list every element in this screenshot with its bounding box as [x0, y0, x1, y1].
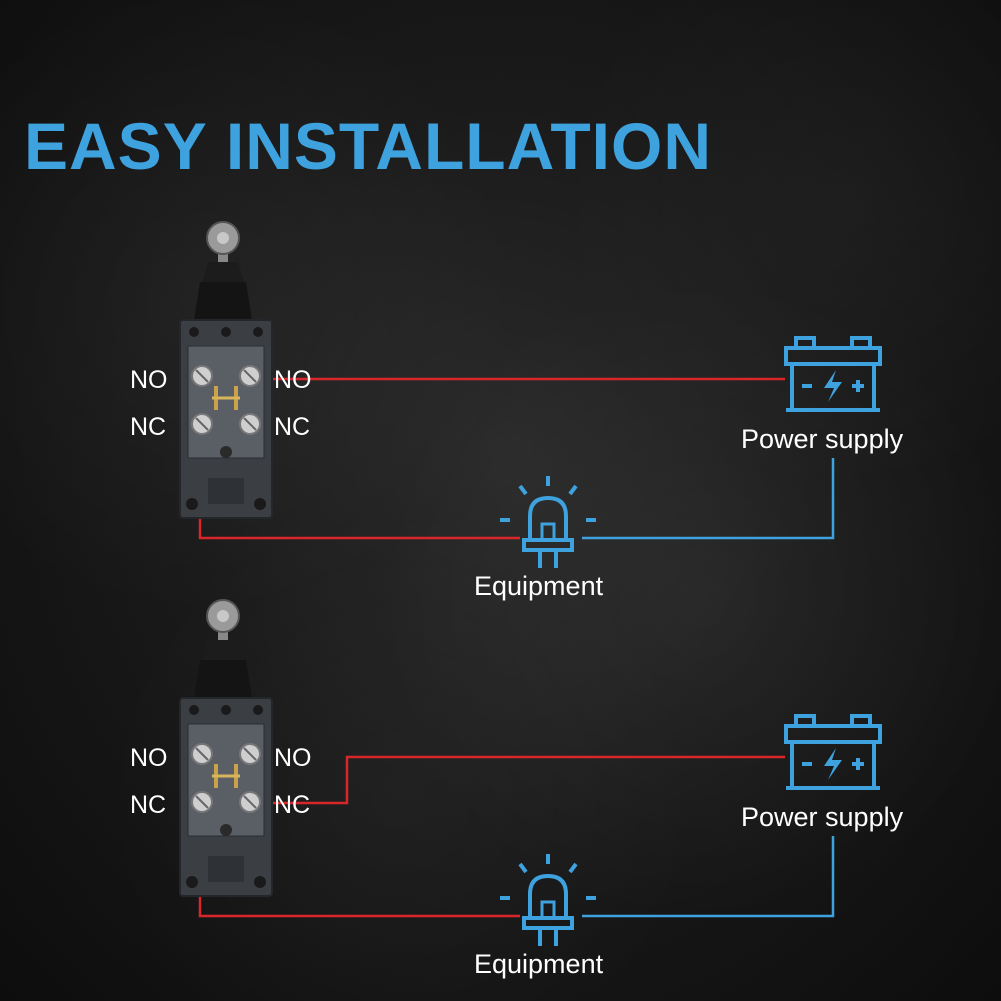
terminal-label-left-no: NO — [130, 366, 168, 394]
battery-icon — [784, 714, 882, 790]
terminal-label-right-nc: NC — [274, 791, 311, 819]
terminal-label-left-no: NO — [130, 744, 168, 772]
terminal-label-right-no: NO — [274, 744, 312, 772]
battery-icon — [784, 336, 882, 412]
power-supply-label: Power supply — [741, 802, 904, 832]
equipment-label: Equipment — [474, 571, 604, 601]
wire-equipment-to-power-2 — [582, 836, 835, 918]
limit-switch-2 — [178, 598, 274, 898]
terminal-label-right-nc: NC — [274, 413, 311, 441]
diagram-1 — [178, 220, 882, 570]
terminal-label-left-nc: NC — [130, 413, 167, 441]
page-title: EASY INSTALLATION — [24, 109, 713, 183]
diagram-2 — [178, 598, 882, 948]
terminal-label-right-no: NO — [274, 366, 312, 394]
light-bulb-icon — [498, 852, 598, 948]
terminal-label-left-nc: NC — [130, 791, 167, 819]
equipment-label: Equipment — [474, 949, 604, 979]
limit-switch-1 — [178, 220, 274, 520]
light-bulb-icon — [498, 474, 598, 570]
power-supply-label: Power supply — [741, 424, 904, 454]
wire-equipment-to-power-1 — [582, 458, 835, 540]
wire-nc-to-power-2 — [250, 755, 785, 805]
